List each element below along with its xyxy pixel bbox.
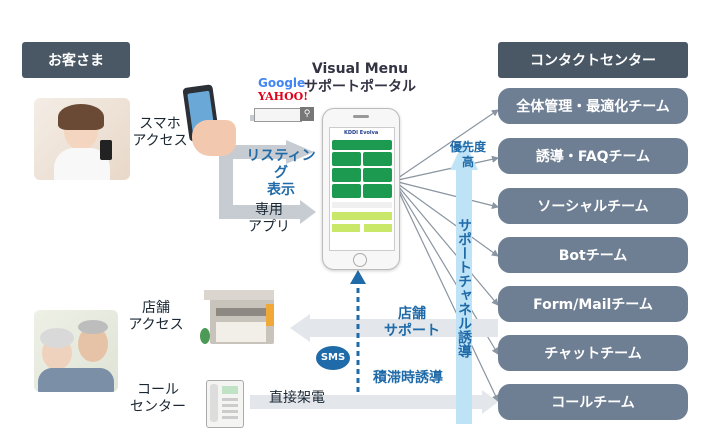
elderly-couple-photo [34,310,118,392]
customer-header: お客さま [22,42,130,78]
dedicated-app-label: 専用アプリ [248,202,290,235]
support-channel-guide-label: サポートチャネル誘導 [456,218,472,358]
support-portal-phone: KDDI Evolva [322,108,400,270]
google-logo: Google [258,76,306,90]
hand-phone-illustration [182,80,240,160]
search-bar [254,108,302,122]
smartphone-access-label: スマホアクセス [132,116,188,149]
team-management: 全体管理・最適化チーム [498,88,688,124]
store-access-label: 店舗アクセス [128,300,184,333]
team-chat: チャットチーム [498,335,688,371]
woman-smartphone-photo [34,98,130,180]
team-call: コールチーム [498,384,688,420]
yahoo-logo: YAHOO! [258,90,309,103]
call-center-label: コールセンター [130,382,186,415]
search-icon: ⚲ [300,107,314,121]
routing-lines [397,109,500,403]
team-faq: 誘導・FAQチーム [498,138,688,174]
store-building-icon [200,290,280,348]
team-form-mail: Form/Mailチーム [498,286,688,322]
app-arrow [219,172,300,219]
brand-logo: KDDI Evolva [344,130,379,136]
desk-phone-icon [206,380,244,428]
listing-display-label: リスティング表示 [246,148,316,198]
contact-center-header: コンタクトセンター [498,42,688,78]
priority-arrow [456,168,472,424]
sms-bubble-icon: SMS [316,346,350,370]
team-bot: Botチーム [498,237,688,273]
portal-screen: KDDI Evolva [329,127,395,251]
direct-call-label: 直接架電 [269,390,325,406]
priority-high-label: 優先度高 [449,140,486,169]
congestion-guide-label: 積滞時誘導 [373,370,443,386]
store-support-label: 店舗サポート [384,306,440,339]
team-social: ソーシャルチーム [498,188,688,224]
